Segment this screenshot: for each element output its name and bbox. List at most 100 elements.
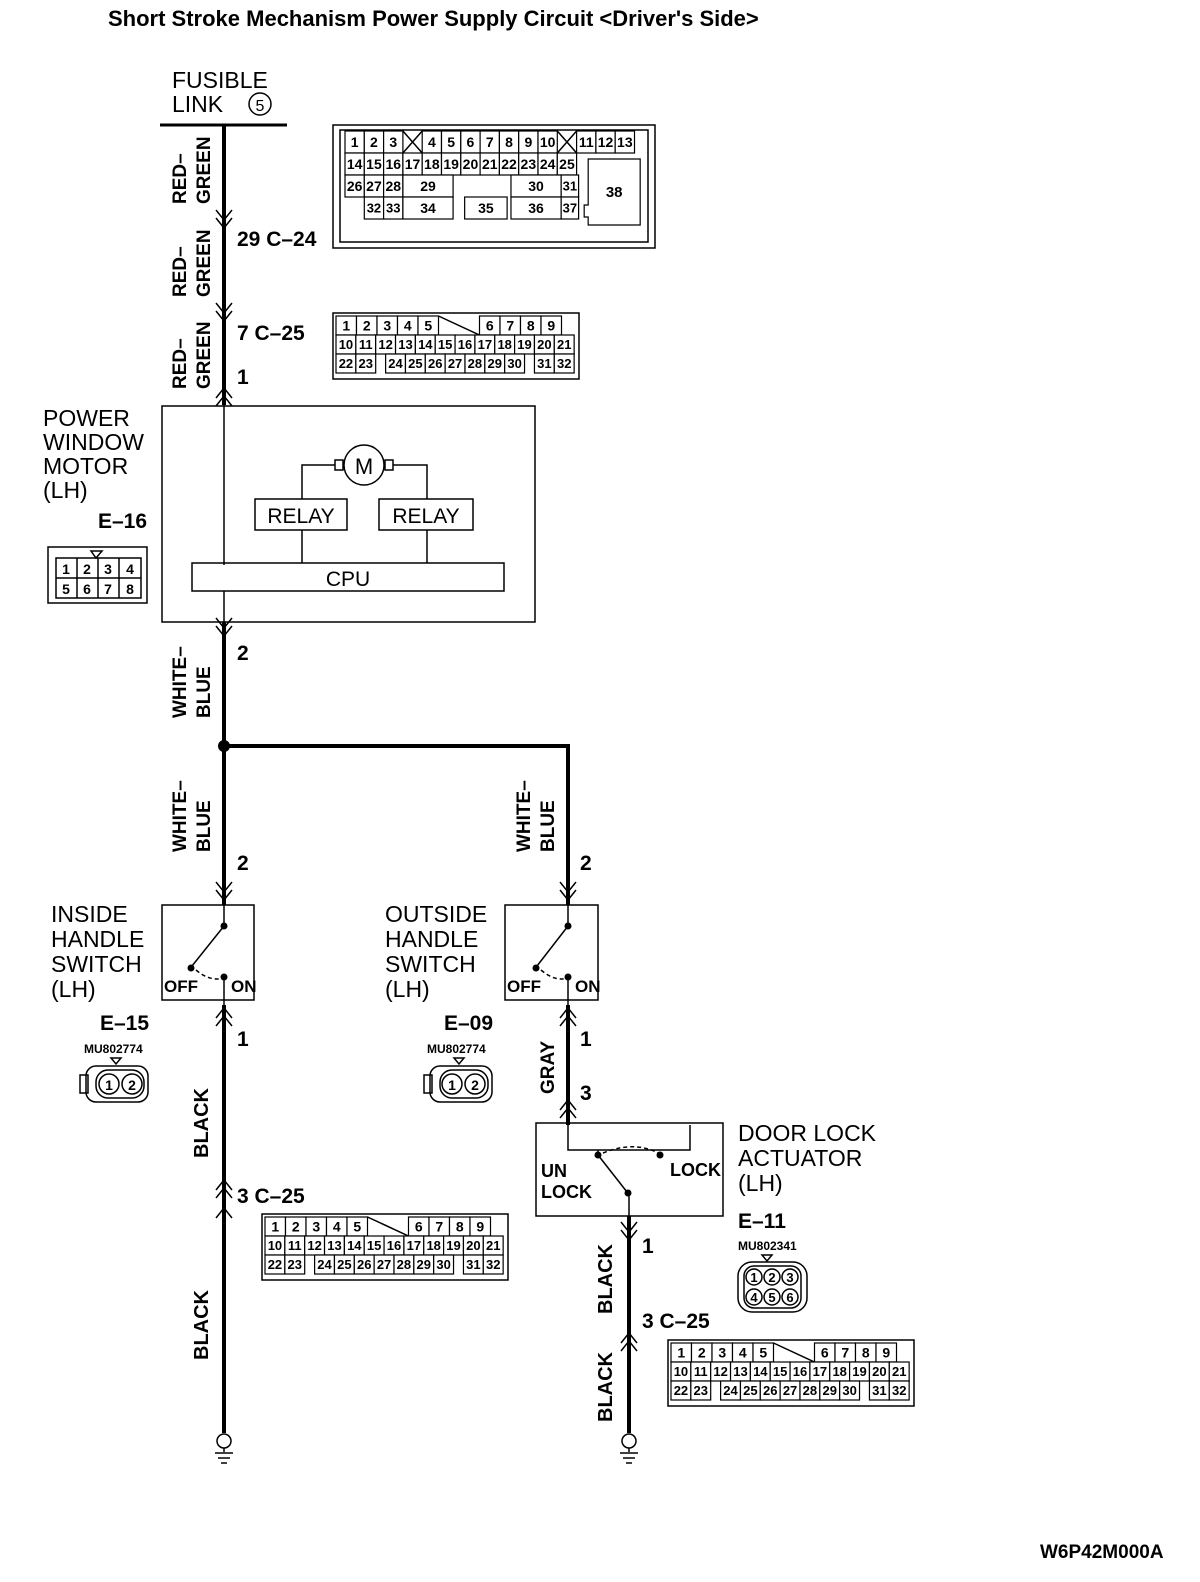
connector-c25-right-label: 3 C–25 [642, 1310, 710, 1333]
ground-icon [215, 1433, 233, 1464]
connector-pin-label: 20 [872, 1364, 886, 1379]
connector-pin-label: 32 [557, 356, 571, 371]
svg-text:ACTUATOR: ACTUATOR [738, 1145, 862, 1171]
connector-pin-label: 30 [842, 1383, 856, 1398]
connector-pin-label: 9 [547, 318, 555, 334]
connector-e15-face: 1 2 [79, 1057, 149, 1103]
connector-blank-cell [402, 130, 423, 154]
connector-pin-label: 8 [862, 1345, 870, 1361]
connector-pin-cell [433, 1254, 455, 1275]
svg-text:3: 3 [104, 561, 112, 577]
connector-pin-label: 5 [424, 318, 432, 334]
connector-pin-cell [464, 196, 508, 220]
connector-pin-label: 3 [312, 1219, 320, 1235]
connector-pin-label: 7 [841, 1345, 849, 1361]
relay-right [378, 498, 474, 531]
svg-text:SWITCH: SWITCH [51, 951, 142, 977]
connector-pin-label: 9 [476, 1219, 484, 1235]
wire-label-black-4: BLACK [595, 1351, 617, 1422]
connector-pin-label: 25 [743, 1383, 757, 1398]
connector-pin-label: 23 [359, 356, 373, 371]
connector-pin-label: 27 [783, 1383, 797, 1398]
fusible-link-number: 5 [256, 98, 265, 115]
connector-pin-label: 31 [872, 1383, 886, 1398]
svg-text:CPU: CPU [326, 568, 370, 591]
wire-label-white-blue-2: WHITE– BLUE [170, 780, 215, 852]
connector-pin-label: 18 [832, 1364, 846, 1379]
svg-text:UN: UN [541, 1161, 567, 1181]
svg-text:8: 8 [126, 581, 134, 597]
connector-pin-label: 2 [363, 318, 371, 334]
connector-pin-label: 20 [466, 1238, 480, 1253]
connector-pin-label: 9 [524, 134, 532, 150]
connector-pin-label: 16 [385, 156, 401, 172]
connector-pin-label: 5 [447, 134, 455, 150]
diagram-title: Short Stroke Mechanism Power Supply Circ… [108, 6, 759, 31]
connector-c24-label: 29 C–24 [237, 228, 317, 251]
connector-pin-label: 14 [347, 1238, 362, 1253]
connector-pin-cell [839, 1380, 861, 1401]
connector-pin-label: 17 [478, 337, 492, 352]
connector-pin-label: 8 [456, 1219, 464, 1235]
connector-pin-label: 19 [517, 337, 531, 352]
connector-pin-label: 18 [424, 156, 440, 172]
connector-chevrons-left [215, 209, 233, 1219]
connector-pin-label: 10 [339, 337, 353, 352]
connector-pin-label: 1 [677, 1345, 685, 1361]
connector-pin-label: 29 [417, 1257, 431, 1272]
wire-white-blue-branch [224, 744, 570, 905]
pin-label: 2 [237, 642, 249, 665]
wire-label-white-blue-1: WHITE– BLUE [170, 646, 215, 718]
connector-pin-label: 4 [739, 1345, 747, 1361]
connector-pin-label: 10 [674, 1364, 688, 1379]
connector-pin-label: 14 [753, 1364, 768, 1379]
connector-pin-label: 1 [342, 318, 350, 334]
connector-pin-label: 11 [579, 134, 594, 150]
connector-pin-label: 23 [521, 156, 537, 172]
svg-text:MOTOR: MOTOR [43, 453, 128, 479]
svg-text:HANDLE: HANDLE [51, 926, 144, 952]
connector-pin-label: 7 [435, 1219, 443, 1235]
connector-pin-cell [504, 353, 526, 374]
svg-text:WINDOW: WINDOW [43, 429, 144, 455]
connector-pin-label: 28 [468, 356, 482, 371]
power-window-motor: POWER WINDOW MOTOR (LH) E–16 M RELAY REL… [43, 405, 536, 623]
connector-pin-label: 22 [501, 156, 517, 172]
connector-pin-label: 24 [540, 156, 556, 172]
connector-pin-label: 20 [463, 156, 479, 172]
svg-text:HANDLE: HANDLE [385, 926, 478, 952]
wire-label-red-green-3: RED– GREEN [170, 321, 215, 389]
svg-text:6: 6 [83, 581, 91, 597]
connector-pin-label: 16 [458, 337, 472, 352]
connector-pin-label: 31 [563, 179, 577, 194]
svg-text:INSIDE: INSIDE [51, 901, 128, 927]
svg-text:DOOR LOCK: DOOR LOCK [738, 1120, 877, 1146]
power-window-motor-code: E–16 [98, 510, 147, 533]
connector-pin-label: 21 [892, 1364, 906, 1379]
connector-pin-label: 1 [271, 1219, 279, 1235]
svg-text:WHITE–: WHITE– [514, 780, 535, 852]
connector-pin-label: 6 [415, 1219, 423, 1235]
svg-text:ON: ON [575, 977, 601, 996]
connector-e09-face: 1 2 [423, 1057, 493, 1103]
connector-pin-label: 8 [527, 318, 535, 334]
connector-pin-label: 18 [497, 337, 511, 352]
connector-pin-label: 3 [389, 134, 397, 150]
connector-pin-cell [284, 1254, 306, 1275]
connector-pin-label: 6 [821, 1345, 829, 1361]
connector-pin-label: 17 [407, 1238, 421, 1253]
svg-text:RELAY: RELAY [267, 505, 334, 528]
svg-text:2: 2 [471, 1077, 479, 1093]
connector-pin-label: 11 [288, 1238, 302, 1253]
svg-text:MU802774: MU802774 [427, 1042, 486, 1056]
svg-text:(LH): (LH) [738, 1170, 783, 1196]
connector-pin-label: 16 [387, 1238, 401, 1253]
connector-pin-label: 26 [347, 178, 363, 194]
connector-pin-label: 28 [803, 1383, 817, 1398]
connector-pin-label: 22 [339, 356, 353, 371]
svg-text:ON: ON [231, 977, 257, 996]
connector-pin-label: 28 [385, 178, 401, 194]
svg-text:RELAY: RELAY [392, 505, 459, 528]
